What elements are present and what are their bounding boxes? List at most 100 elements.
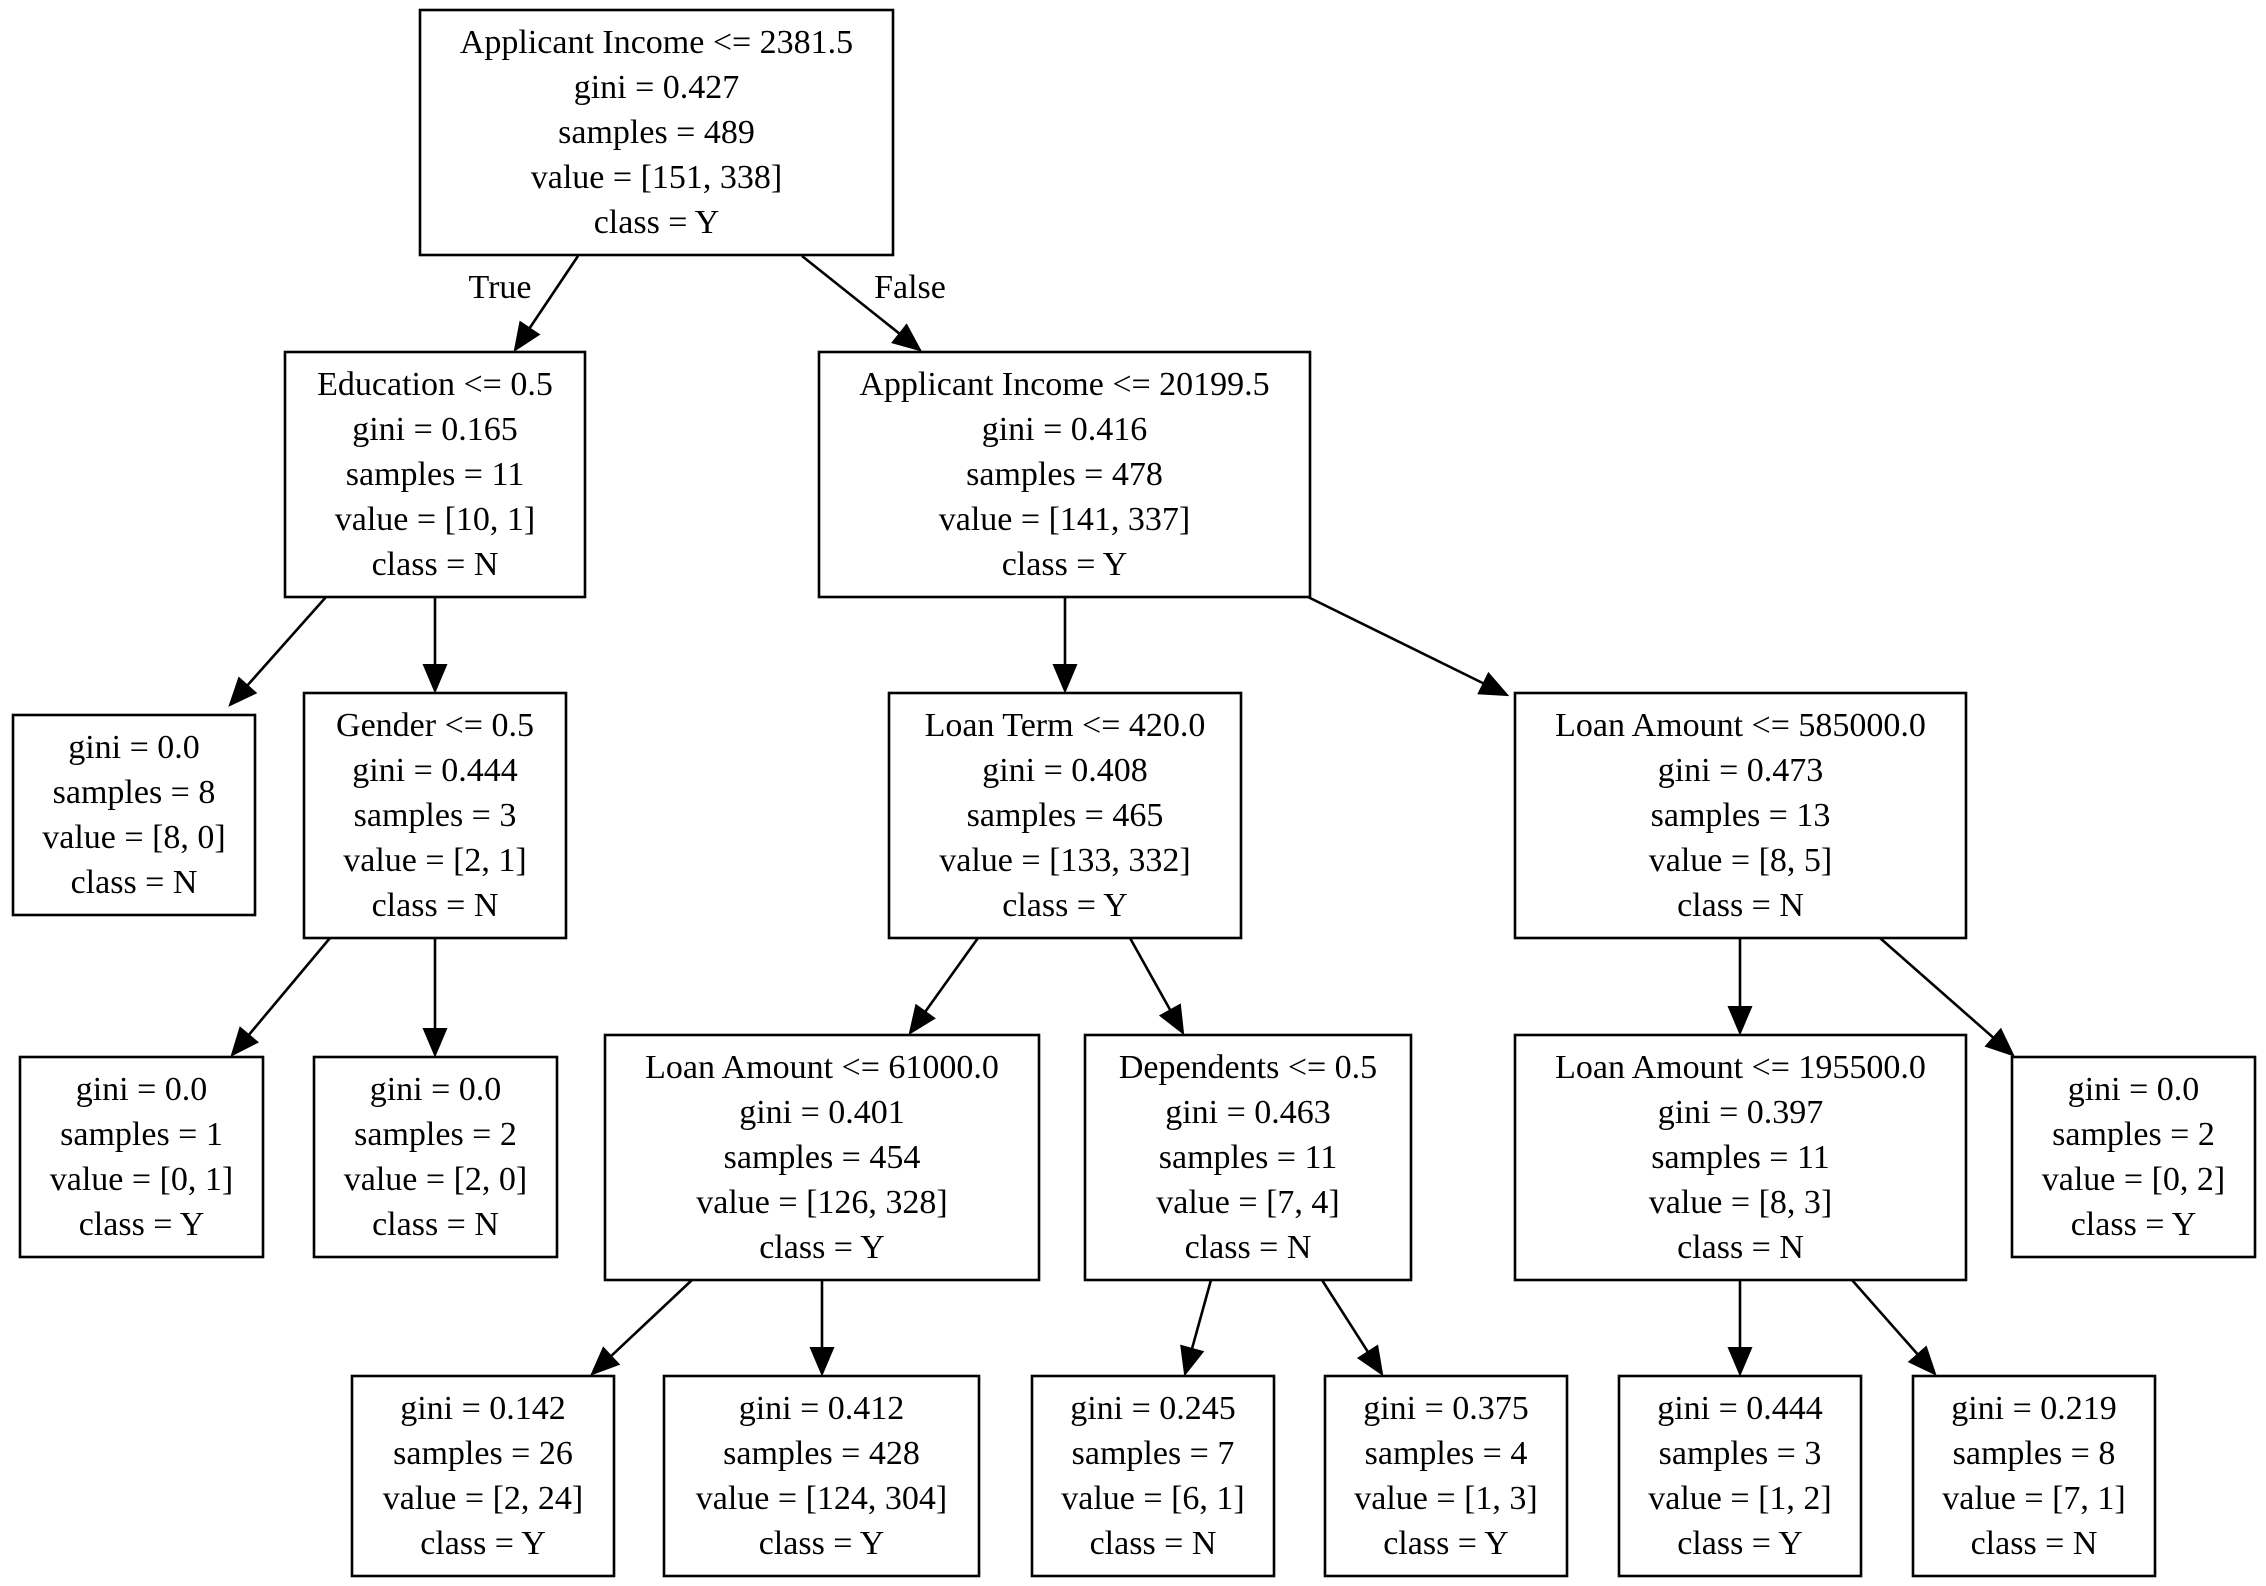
edge-label: True [469,269,532,306]
edge-arrowhead [1477,671,1510,697]
node-box [302,691,568,940]
node-box [11,713,257,917]
tree-edge [1180,1279,1213,1377]
edge-arrowhead [1158,1003,1185,1036]
node-text-line: Gender <= 0.5 [336,707,534,744]
tree-edges: True False [228,254,2015,1377]
tree-nodes: Applicant Income <= 2381.5 gini = 0.427 sa… [11,8,2257,1578]
node-text-line: value = [0, 2] [2042,1161,2225,1198]
node-text-line: gini = 0.427 [574,69,740,106]
node-text-line: samples = 3 [1659,1435,1822,1472]
edge-line [924,937,980,1013]
node-text-line: class = N [372,887,499,924]
node-text-line: value = [7, 4] [1156,1184,1339,1221]
node-text-line: Applicant Income <= 20199.5 [859,366,1269,403]
node-box [1323,1374,1569,1578]
node-text-line: Loan Amount <= 61000.0 [645,1049,999,1086]
edge-arrowhead [1180,1344,1205,1377]
node-text-line: Loan Amount <= 585000.0 [1555,707,1926,744]
edge-line [1851,1279,1919,1356]
node-text-line: gini = 0.219 [1951,1390,2117,1427]
node-text-line: value = [126, 328] [696,1184,947,1221]
split-node: Applicant Income <= 2381.5 gini = 0.427 sa… [418,8,895,257]
node-box [18,1055,265,1259]
node-box [1911,1374,2157,1578]
node-box [283,350,587,599]
node-text-line: value = [133, 332] [939,842,1190,879]
node-text-line: gini = 0.408 [982,752,1148,789]
node-box [887,691,1243,940]
edge-line [528,255,580,330]
node-box [1083,1033,1413,1282]
node-text-line: samples = 4 [1365,1435,1528,1472]
node-text-line: samples = 3 [354,797,517,834]
node-text-line: value = [2, 0] [344,1161,527,1198]
node-text-line: samples = 489 [558,114,755,151]
node-text-line: class = Y [759,1525,885,1562]
tree-edge [590,1279,693,1376]
node-text-line: class = Y [1677,1525,1803,1562]
node-text-line: value = [2, 24] [383,1480,583,1517]
node-text-line: class = Y [1383,1525,1509,1562]
node-text-line: value = [151, 338] [531,159,782,196]
node-box [1513,691,1968,940]
node-text-line: gini = 0.165 [352,411,518,448]
tree-edge [1727,1280,1753,1377]
node-text-line: value = [2, 1] [343,842,526,879]
tree-edge [908,937,980,1036]
node-text-line: samples = 428 [723,1435,920,1472]
node-text-line: value = [1, 2] [1648,1480,1831,1517]
node-box [1513,1033,1968,1282]
node-text-line: gini = 0.444 [352,752,518,789]
node-text-line: gini = 0.401 [739,1094,905,1131]
tree-edge: False [801,254,946,352]
edge-arrowhead [228,676,258,707]
edge-line [1307,595,1485,685]
edge-arrowhead [590,1346,621,1376]
node-text-line: samples = 2 [2052,1116,2215,1153]
edge-line [1879,937,1995,1039]
node-text-line: gini = 0.375 [1363,1390,1529,1427]
edge-line [1320,1279,1370,1353]
node-text-line: class = N [372,546,499,583]
node-text-line: value = [8, 3] [1649,1184,1832,1221]
node-text-line: value = [8, 0] [42,819,225,856]
node-text-line: gini = 0.397 [1658,1094,1824,1131]
edge-arrowhead [513,320,541,353]
node-text-line: Education <= 0.5 [317,366,553,403]
tree-edge [230,937,331,1057]
node-text-line: value = [8, 5] [1649,842,1832,879]
node-text-line: gini = 0.0 [76,1071,208,1108]
node-box [1030,1374,1276,1578]
node-box [350,1374,616,1578]
node-text-line: samples = 2 [354,1116,517,1153]
node-text-line: gini = 0.0 [370,1071,502,1108]
node-text-line: value = [0, 1] [50,1161,233,1198]
node-text-line: samples = 26 [393,1435,573,1472]
edge-arrowhead [1356,1344,1384,1377]
node-box [2010,1055,2257,1259]
node-text-line: class = N [1090,1525,1217,1562]
node-text-line: class = Y [79,1206,205,1243]
node-box [817,350,1312,599]
node-text-line: samples = 13 [1651,797,1831,834]
edge-arrowhead [891,323,923,352]
leaf-node: gini = 0.0 samples = 2 value = [2, 0] class… [312,1055,559,1259]
tree-edge [1727,938,1753,1036]
node-text-line: samples = 478 [966,456,1163,493]
edge-arrowhead [1984,1027,2015,1057]
node-text-line: class = N [372,1206,499,1243]
edge-line [610,1279,693,1358]
node-text-line: gini = 0.463 [1165,1094,1331,1131]
node-text-line: Applicant Income <= 2381.5 [460,24,853,61]
